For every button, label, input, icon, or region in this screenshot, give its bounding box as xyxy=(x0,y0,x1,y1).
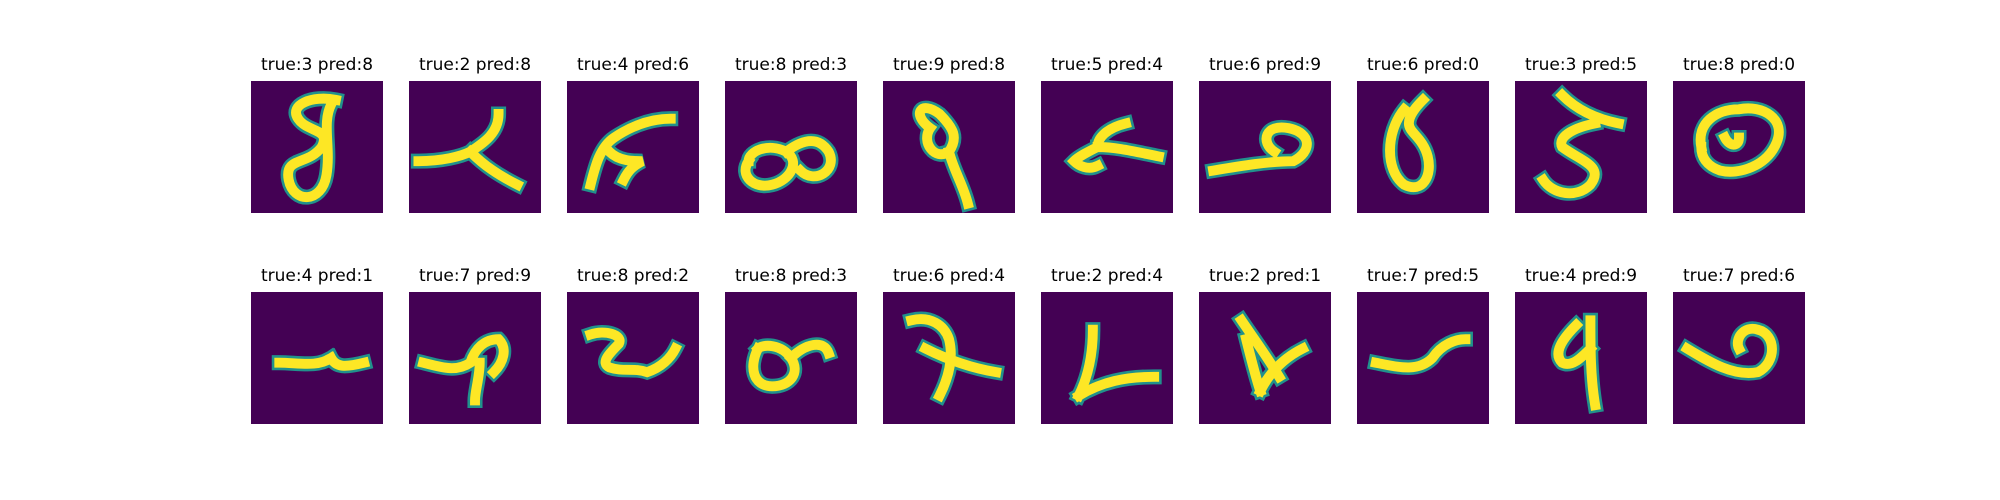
digit-image xyxy=(567,81,699,213)
sample-title: true:5 pred:4 xyxy=(1050,55,1164,75)
digit-image xyxy=(1673,81,1805,213)
digit-stroke xyxy=(748,339,835,392)
digit-image-canvas xyxy=(1357,292,1489,424)
digit-stroke xyxy=(413,109,525,192)
digit-image xyxy=(1199,292,1331,424)
sample-title: true:7 pred:9 xyxy=(418,266,532,286)
digit-image-canvas xyxy=(1673,81,1805,213)
image-background xyxy=(567,81,699,213)
digit-image-canvas xyxy=(1515,292,1647,424)
digit-image xyxy=(1041,81,1173,213)
sample-title: true:7 pred:6 xyxy=(1682,266,1796,286)
sample-title: true:4 pred:9 xyxy=(1524,266,1638,286)
sample-title: true:9 pred:8 xyxy=(892,55,1006,75)
digit-stroke xyxy=(1370,334,1471,373)
sample-title: true:6 pred:4 xyxy=(892,266,1006,286)
digit-stroke xyxy=(905,314,1002,403)
digit-stroke xyxy=(1385,92,1434,192)
digit-image xyxy=(1041,292,1173,424)
sample-title: true:2 pred:8 xyxy=(418,55,532,75)
sample-title: true:3 pred:8 xyxy=(260,55,374,75)
digit-image-canvas xyxy=(1041,292,1173,424)
sample-title: true:7 pred:5 xyxy=(1366,266,1480,286)
image-background xyxy=(567,292,699,424)
digit-image xyxy=(251,292,383,424)
digit-image xyxy=(1515,81,1647,213)
digit-stroke xyxy=(584,113,676,191)
sample-title: true:6 pred:9 xyxy=(1208,55,1322,75)
digit-image xyxy=(567,292,699,424)
digit-stroke xyxy=(1680,323,1777,378)
digit-image-canvas xyxy=(567,292,699,424)
digit-image-canvas xyxy=(1041,81,1173,213)
digit-stroke xyxy=(1207,122,1312,177)
digit-image-canvas xyxy=(725,81,857,213)
digit-image-canvas xyxy=(883,81,1015,213)
sample-title: true:8 pred:0 xyxy=(1682,55,1796,75)
sample-title: true:4 pred:6 xyxy=(576,55,690,75)
digit-stroke xyxy=(915,103,974,210)
sample-title: true:3 pred:5 xyxy=(1524,55,1638,75)
digit-image-canvas xyxy=(251,292,383,424)
digit-stroke xyxy=(1071,324,1160,403)
digit-image-canvas xyxy=(409,292,541,424)
digit-image-canvas xyxy=(567,81,699,213)
digit-image xyxy=(409,81,541,213)
digit-stroke xyxy=(1695,103,1784,177)
digit-stroke xyxy=(1234,313,1310,398)
sample-title: true:2 pred:1 xyxy=(1208,266,1322,286)
sample-title: true:8 pred:3 xyxy=(734,266,848,286)
digit-image-canvas xyxy=(1673,292,1805,424)
digit-image xyxy=(725,81,857,213)
digit-image xyxy=(1357,81,1489,213)
digit-stroke xyxy=(274,351,371,371)
digit-stroke xyxy=(740,136,836,191)
digit-image-canvas xyxy=(251,81,383,213)
digit-stroke xyxy=(584,327,683,378)
digit-stroke xyxy=(1066,117,1165,173)
digit-stroke xyxy=(1553,315,1601,411)
sample-title: true:2 pred:4 xyxy=(1050,266,1164,286)
digit-image xyxy=(409,292,541,424)
digit-image xyxy=(1515,292,1647,424)
digit-image-canvas xyxy=(725,292,857,424)
digit-image-canvas xyxy=(1515,81,1647,213)
image-background xyxy=(1041,292,1173,424)
digit-image-canvas xyxy=(1199,81,1331,213)
sample-title: true:8 pred:3 xyxy=(734,55,848,75)
digit-image-canvas xyxy=(883,292,1015,424)
sample-title: true:6 pred:0 xyxy=(1366,55,1480,75)
digit-image-canvas xyxy=(409,81,541,213)
digit-image xyxy=(1673,292,1805,424)
digit-image xyxy=(883,292,1015,424)
digit-image xyxy=(1199,81,1331,213)
digit-image xyxy=(883,81,1015,213)
sample-title: true:8 pred:2 xyxy=(576,266,690,286)
digit-image-canvas xyxy=(1357,81,1489,213)
digit-image-canvas xyxy=(1199,292,1331,424)
digit-image xyxy=(251,81,383,213)
digit-image xyxy=(1357,292,1489,424)
sample-title: true:4 pred:1 xyxy=(260,266,374,286)
digit-stroke xyxy=(1536,88,1625,199)
digit-stroke xyxy=(283,93,342,202)
digit-image xyxy=(725,292,857,424)
digit-stroke xyxy=(417,334,509,406)
